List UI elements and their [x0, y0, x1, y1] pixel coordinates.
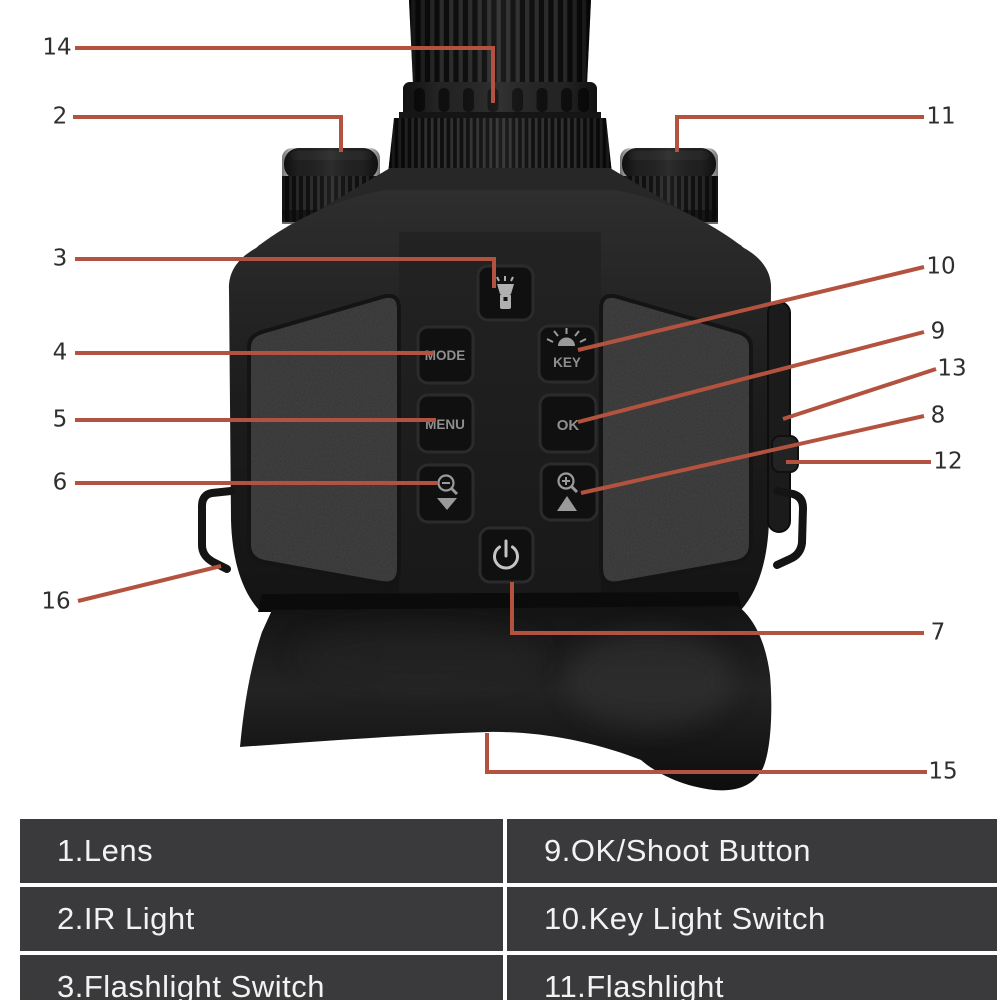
key-light-icon	[546, 328, 587, 346]
callout-line-7	[510, 582, 924, 635]
parts-legend-table: 1.Lens 9.OK/Shoot Button 2.IR Light 10.K…	[20, 819, 997, 1000]
legend-cell-ir-light: 2.IR Light	[20, 887, 503, 951]
zoom-in-icon	[557, 472, 579, 511]
callout-label-16: 16	[41, 588, 71, 615]
left-strap-loop	[198, 487, 235, 573]
right-grip-panel	[599, 293, 753, 586]
callout-label-4: 4	[52, 339, 68, 366]
callout-label-11: 11	[926, 103, 956, 130]
menu-button: MENU	[416, 393, 475, 454]
callout-line-2	[73, 115, 343, 152]
focus-knob	[388, 0, 612, 175]
zoom-in-button	[539, 462, 599, 522]
callout-line-16	[77, 564, 222, 603]
callout-label-10: 10	[926, 253, 956, 280]
zoom-out-icon	[437, 474, 459, 510]
binoculars-photo: MODE KEY MENU OK	[73, 0, 937, 791]
callout-label-7: 7	[930, 619, 946, 646]
callout-line-13	[782, 367, 937, 421]
zoom-out-button	[416, 463, 475, 524]
mode-button-label: MODE	[425, 348, 466, 363]
callout-label-13: 13	[937, 355, 967, 382]
callout-line-10	[577, 265, 925, 352]
callout-line-14	[75, 46, 495, 103]
left-grip-panel	[247, 293, 401, 586]
mode-button: MODE	[416, 325, 475, 385]
power-icon	[493, 539, 519, 570]
callout-label-14: 14	[42, 34, 72, 61]
callout-label-6: 6	[52, 469, 68, 496]
power-button	[478, 526, 535, 584]
callout-label-3: 3	[52, 245, 68, 272]
legend-cell-ok-shoot-button: 9.OK/Shoot Button	[507, 819, 997, 883]
callout-label-15: 15	[928, 758, 958, 785]
legend-cell-lens: 1.Lens	[20, 819, 503, 883]
legend-cell-key-light-switch: 10.Key Light Switch	[507, 887, 997, 951]
eyecup	[240, 606, 772, 791]
legend-cell-flashlight: 11.Flashlight	[507, 955, 997, 1000]
binoculars-device: MODE KEY MENU OK	[198, 0, 808, 791]
body-bottom-edge	[258, 592, 742, 612]
callout-label-5: 5	[52, 406, 68, 433]
callout-line-3	[75, 257, 496, 288]
side-latch	[771, 435, 799, 473]
callout-line-15	[485, 733, 927, 774]
legend-cell-flashlight-switch: 3.Flashlight Switch	[20, 955, 503, 1000]
callout-label-8: 8	[930, 402, 946, 429]
right-strap-loop	[773, 487, 808, 569]
ok-shoot-button: OK	[538, 393, 598, 454]
key-button-label: KEY	[553, 355, 581, 370]
table-row: 2.IR Light 10.Key Light Switch	[20, 887, 997, 951]
key-light-button: KEY	[537, 324, 598, 384]
callout-label-2: 2	[52, 103, 68, 130]
callout-lines	[73, 46, 937, 774]
flashlight-icon	[496, 276, 514, 309]
callout-line-8	[580, 414, 925, 495]
callout-line-11	[675, 115, 924, 152]
callout-label-9: 9	[930, 318, 946, 345]
table-row: 3.Flashlight Switch 11.Flashlight	[20, 955, 997, 1000]
ok-button-label: OK	[557, 417, 580, 434]
callout-line-9	[577, 330, 925, 424]
table-row: 1.Lens 9.OK/Shoot Button	[20, 819, 997, 883]
callout-label-12: 12	[933, 448, 963, 475]
flashlight-switch-button	[476, 264, 535, 322]
